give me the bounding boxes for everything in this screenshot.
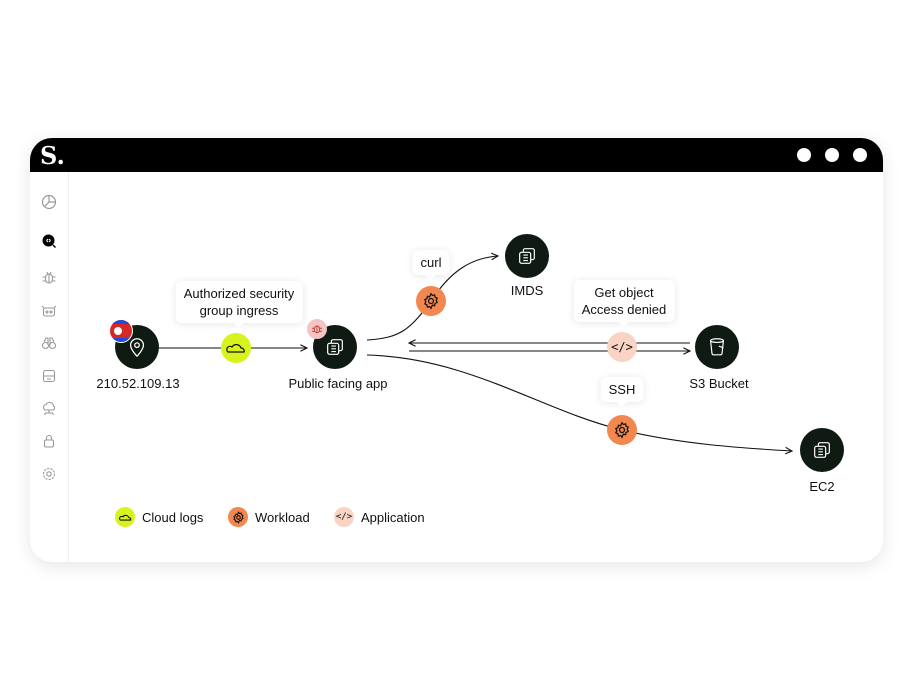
ec2-label: EC2 [809, 479, 835, 494]
chip-icon [327, 339, 343, 355]
threat-search-icon[interactable] [41, 233, 57, 249]
gear-icon [614, 421, 630, 439]
bug-icon [312, 325, 322, 334]
robot-icon[interactable] [41, 303, 57, 319]
legend-label: Application [361, 509, 425, 525]
legend-cloud-logs: Cloud logs [115, 507, 203, 527]
bug-icon[interactable] [41, 270, 57, 286]
chip-icon [814, 442, 830, 458]
gear-icon [228, 507, 248, 527]
ec2-node[interactable] [800, 428, 844, 472]
window-dot-button[interactable] [825, 148, 839, 162]
imds-label: IMDS [510, 283, 544, 298]
lock-icon[interactable] [41, 433, 57, 449]
cloud-network-icon[interactable] [41, 401, 57, 417]
sidebar [30, 172, 69, 562]
cloud-icon [115, 507, 135, 527]
tooltip-line: group ingress [199, 303, 279, 318]
ip-label: 210.52.109.13 [96, 376, 180, 391]
ssh-tooltip: SSH [600, 377, 644, 407]
legend-application: </> Application [334, 507, 425, 527]
cloud-icon [226, 344, 245, 353]
tooltip-line: Access denied [581, 302, 667, 317]
inbox-icon[interactable] [41, 368, 57, 384]
chip-icon [519, 248, 535, 264]
legend-label: Workload [255, 509, 310, 525]
s3-bucket-node[interactable] [695, 325, 739, 369]
window-controls [797, 148, 867, 162]
curl-tooltip: curl [412, 250, 450, 280]
application-node[interactable]: </> [607, 332, 637, 362]
vulnerability-badge[interactable] [307, 319, 327, 339]
dashboard-icon[interactable] [41, 194, 57, 210]
tooltip-line: Get object [594, 285, 654, 300]
ssh-workload-node[interactable] [607, 415, 637, 445]
window-dot-button[interactable] [797, 148, 811, 162]
legend-workload: Workload [228, 507, 310, 527]
cloud-logs-node[interactable] [221, 333, 251, 363]
logo: S. [40, 141, 65, 170]
curl-workload-node[interactable] [416, 286, 446, 316]
flag-icon [109, 319, 133, 343]
binoculars-icon[interactable] [41, 335, 57, 351]
ingress-tooltip: Authorized security group ingress [175, 281, 303, 328]
code-icon: </> [611, 340, 633, 354]
tooltip-line: Authorized security [183, 286, 295, 301]
legend-label: Cloud logs [142, 509, 204, 525]
title-bar: S. [30, 138, 883, 172]
gear-icon [423, 292, 439, 310]
location-pin-icon [129, 338, 145, 358]
edge-app-to-ec2 [366, 354, 792, 451]
imds-node[interactable] [505, 234, 549, 278]
bucket-icon [709, 338, 725, 356]
app-window: S. [30, 138, 883, 562]
get-object-tooltip: Get object Access denied [573, 280, 675, 327]
window-dot-button[interactable] [853, 148, 867, 162]
code-icon: </> [334, 507, 354, 527]
gear-icon[interactable] [41, 466, 57, 482]
app-label: Public facing app [288, 376, 388, 391]
s3-label: S3 Bucket [689, 376, 749, 391]
